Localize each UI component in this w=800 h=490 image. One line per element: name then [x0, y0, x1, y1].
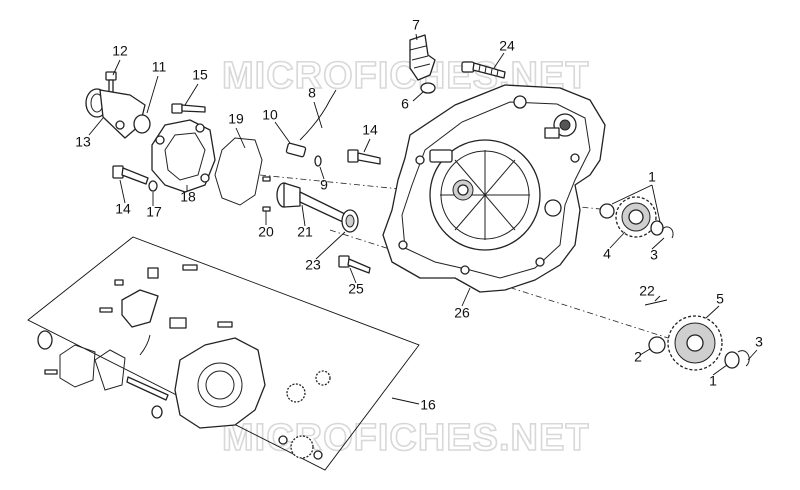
callout-7: 7 — [412, 17, 420, 33]
callouts: 1 1 2 3 3 4 5 6 7 8 9 10 11 12 13 14 14 … — [75, 17, 763, 413]
callout-19: 19 — [228, 111, 244, 127]
water-pump-cover — [151, 119, 216, 193]
pins-20 — [262, 176, 271, 212]
callout-17: 17 — [146, 204, 162, 220]
assembly-axis-lower — [329, 229, 691, 346]
callout-25: 25 — [348, 281, 364, 297]
seal-23 — [341, 209, 359, 233]
leader-lines — [88, 33, 758, 405]
bolt-24 — [461, 61, 506, 79]
pin-10 — [285, 142, 307, 158]
callout-1-lower: 1 — [709, 373, 717, 389]
callout-3-lower: 3 — [755, 334, 763, 350]
callout-21: 21 — [297, 224, 313, 240]
callout-16: 16 — [420, 397, 436, 413]
callout-5: 5 — [716, 291, 724, 307]
callout-8: 8 — [308, 85, 316, 101]
callout-24: 24 — [499, 38, 515, 54]
washer-1-lower — [724, 351, 740, 369]
bolt-12 — [105, 71, 117, 93]
callout-9: 9 — [320, 177, 328, 193]
bolt-15 — [171, 103, 206, 114]
callout-1-upper: 1 — [648, 169, 656, 185]
callout-6: 6 — [401, 96, 409, 112]
o-ring-11 — [133, 114, 151, 134]
callout-11: 11 — [152, 59, 167, 75]
gear-4 — [615, 196, 657, 238]
bolt-25 — [338, 255, 371, 274]
washer-1b-upper — [650, 220, 664, 236]
callout-15: 15 — [192, 67, 208, 83]
callout-20: 20 — [258, 224, 274, 240]
washer-2 — [648, 336, 666, 354]
pin-22 — [644, 299, 668, 306]
callout-10: 10 — [262, 107, 278, 123]
washer-9 — [314, 155, 322, 167]
callout-12: 12 — [112, 43, 128, 59]
callout-14-left: 14 — [115, 201, 131, 217]
callout-23: 23 — [305, 257, 321, 273]
callout-26: 26 — [454, 305, 470, 321]
callout-22: 22 — [639, 283, 655, 299]
callout-2: 2 — [634, 349, 642, 365]
o-ring-6 — [420, 82, 436, 94]
callout-14-right: 14 — [362, 122, 378, 138]
washer-17 — [148, 180, 158, 192]
bolt-14-left — [112, 165, 149, 185]
clutch-cover — [382, 84, 606, 293]
callout-18: 18 — [180, 189, 196, 205]
callout-3-upper: 3 — [650, 247, 658, 263]
kit-inset — [27, 236, 420, 471]
gear-5 — [667, 315, 723, 371]
circlip-3-upper — [661, 226, 674, 239]
impeller-shaft — [276, 182, 346, 223]
gasket-19 — [214, 137, 263, 206]
tube-8 — [299, 89, 337, 141]
callout-4: 4 — [603, 246, 611, 262]
elbow-fitting — [409, 34, 436, 81]
watermark-bottom: MICROFICHES.NET — [222, 417, 590, 459]
bolt-14-right — [347, 149, 381, 165]
circlip-3-lower — [737, 350, 750, 367]
washer-1-upper — [599, 203, 615, 219]
callout-13: 13 — [75, 134, 91, 150]
